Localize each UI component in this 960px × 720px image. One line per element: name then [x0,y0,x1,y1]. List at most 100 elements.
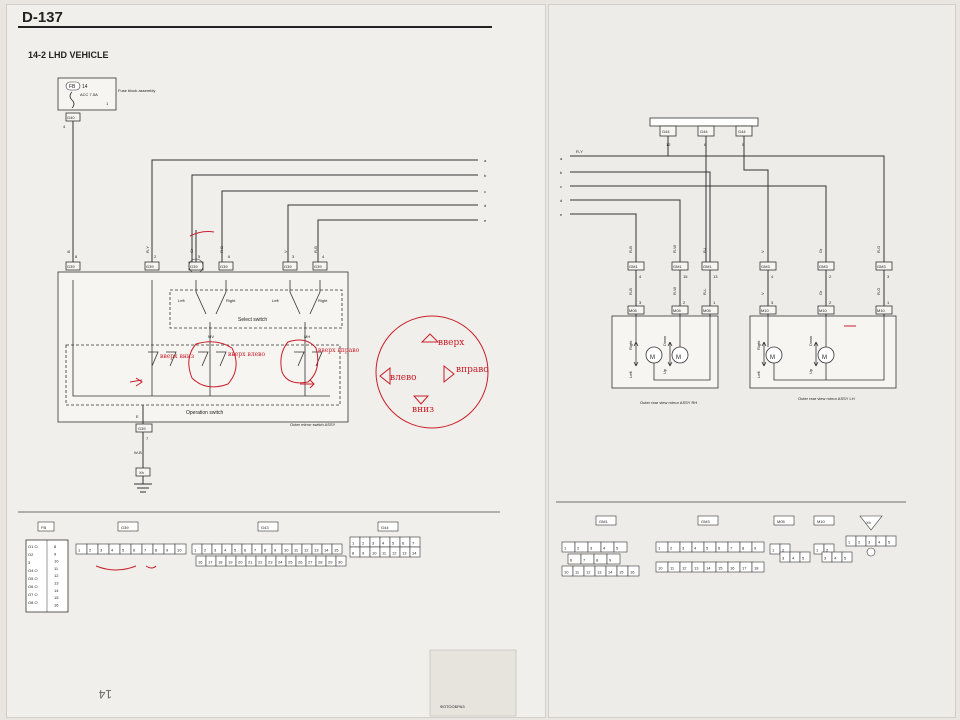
g43-bottom-pin-8: 24 [278,560,283,565]
g44-bottom-pin-1: 9 [362,551,365,556]
g43-tag [257,521,279,532]
lh-pin-bot-2: 1 [887,300,890,305]
wire-letter-right-b: b [560,170,563,175]
down-arrow-icon [412,395,430,405]
lh-internal-wiring [767,316,885,381]
g44-bottom-pin-6: 14 [412,551,417,556]
gm1-bottom-pin-2: 12 [586,570,591,575]
lh-color-top-0: V [760,250,765,253]
switch-connector-0 [65,261,81,271]
lh-pin-top-2: 3 [887,274,890,279]
switch-connector-label-4: G39 [284,264,292,269]
rh-color-bot-0: R-B [628,288,633,295]
footer-photo-label: ФОТООБРАЗ [440,704,465,709]
gm1-bottom-pin-3: 13 [597,570,602,575]
g43-top-pin-8: 9 [274,548,277,553]
lh-pin-top-1: 2 [829,274,832,279]
switch-pin-1: 2 [154,254,157,259]
fuse-number: 14 [82,84,88,90]
m10-top-pin-1: 2 [826,548,829,553]
lh-motor-ud-m: M [822,355,827,361]
footer-stamp-box [429,649,517,717]
m10-bottom-pin-0: 3 [824,556,827,561]
gm3-top-cell-8 [751,541,765,553]
select-switch-label: Select switch [238,317,267,323]
fb-right-5: 13 [54,581,59,586]
m10-tag-label: M10 [817,519,826,524]
direction-legend-circle [375,315,489,429]
g39-pin-9: 10 [177,548,182,553]
right-arrow-icon [443,364,455,384]
wire-ry-label: R-Y [576,149,583,154]
rh-pin-top-2: 13 [713,274,718,279]
gm3-top-pin-1: 2 [670,546,673,551]
g40-pin: 4 [63,124,66,129]
red-arrow-right [300,379,315,389]
wire-letter-left-d: d [484,203,486,208]
switch-pin-4: 3 [292,254,295,259]
left-arrow-icon [379,366,391,386]
gm3-top-pin-2: 3 [682,546,685,551]
g43-top-pin-5: 6 [244,548,247,553]
switch-connector-3 [218,261,234,271]
rh-conn-label-0: GM1 [629,264,638,269]
fb-left-2: 3 [28,560,31,565]
ground-connector-label: G39 [138,426,146,431]
footer-page-num: 14 [98,687,112,701]
rh-motor-ud-m: M [676,355,681,361]
legend-right: вправо [456,365,489,375]
gm1-top-pin-3: 4 [603,546,606,551]
m10-bottom-pin-2: 5 [844,556,847,561]
switch-wire-color-3: R-B [219,246,224,253]
g43-top-pin-7: 8 [264,548,267,553]
gm3-tag [697,515,719,526]
g43-bottom-pin-6: 22 [258,560,263,565]
m05-top-pin-1: 2 [782,548,785,553]
operation-switch-label: Operation switch [186,410,223,416]
wire-rb [570,171,711,262]
wire-e [317,219,478,262]
g43-bottom-pin-14: 30 [338,560,343,565]
switch-pin-3: 6 [228,254,231,259]
m10-tag [813,515,835,526]
xh-pin-0: 1 [848,540,851,545]
lh-conn-label-1: GM3 [819,264,828,269]
fb-tag-label: FB [41,525,46,530]
rh-right-label: Right [628,340,633,350]
rh-color-top-2: R-L [702,246,707,253]
fb-left-7: O8 O [28,600,38,605]
switch-wire-color-1: R-Y [145,246,150,253]
fb-left-4: O5 O [28,576,38,581]
gm3-bottom-cell-8 [751,561,765,573]
outer-mirror-switch-box [57,271,349,423]
g43-top-pin-0: 1 [194,548,197,553]
g43-bottom-pin-13: 29 [328,560,333,565]
g44-junction-bar [649,117,759,127]
g44-top-pin-4: 5 [392,541,395,546]
g43-bottom-pin-9: 25 [288,560,293,565]
switch-connector-4 [282,261,298,271]
gm3-top-pin-8: 9 [754,546,757,551]
xh-triangle [859,515,883,531]
lh-motor-conn-label-2: M10 [877,308,886,313]
g44-conn-label-1: G44 [700,129,708,134]
g44-bottom-pin-2: 10 [372,551,377,556]
red-mark-top [189,231,215,237]
legend-down: вниз [412,405,434,415]
red-circle-mh [280,339,319,384]
g39-pin-5: 6 [133,548,136,553]
rh-mirror-title: Outer rear view mirror ASSY RH [640,400,697,405]
m05-tag-label: M05 [777,519,786,524]
gm3-bottom-pin-0: 10 [658,566,663,571]
switch-connector-1 [144,261,160,271]
lh-conn-label-2: GM3 [877,264,886,269]
fb-right-3: 11 [54,566,59,571]
outer-mirror-switch-label: Outer mirror switch ASSY [290,422,336,427]
lh-pin-bot-1: 2 [829,300,832,305]
g43-bottom-pin-11: 27 [308,560,313,565]
fb-right-6: 14 [54,588,59,593]
gm1-bottom-pin-6: 16 [630,570,635,575]
wire-a [151,159,478,262]
g43-top-pin-4: 5 [234,548,237,553]
